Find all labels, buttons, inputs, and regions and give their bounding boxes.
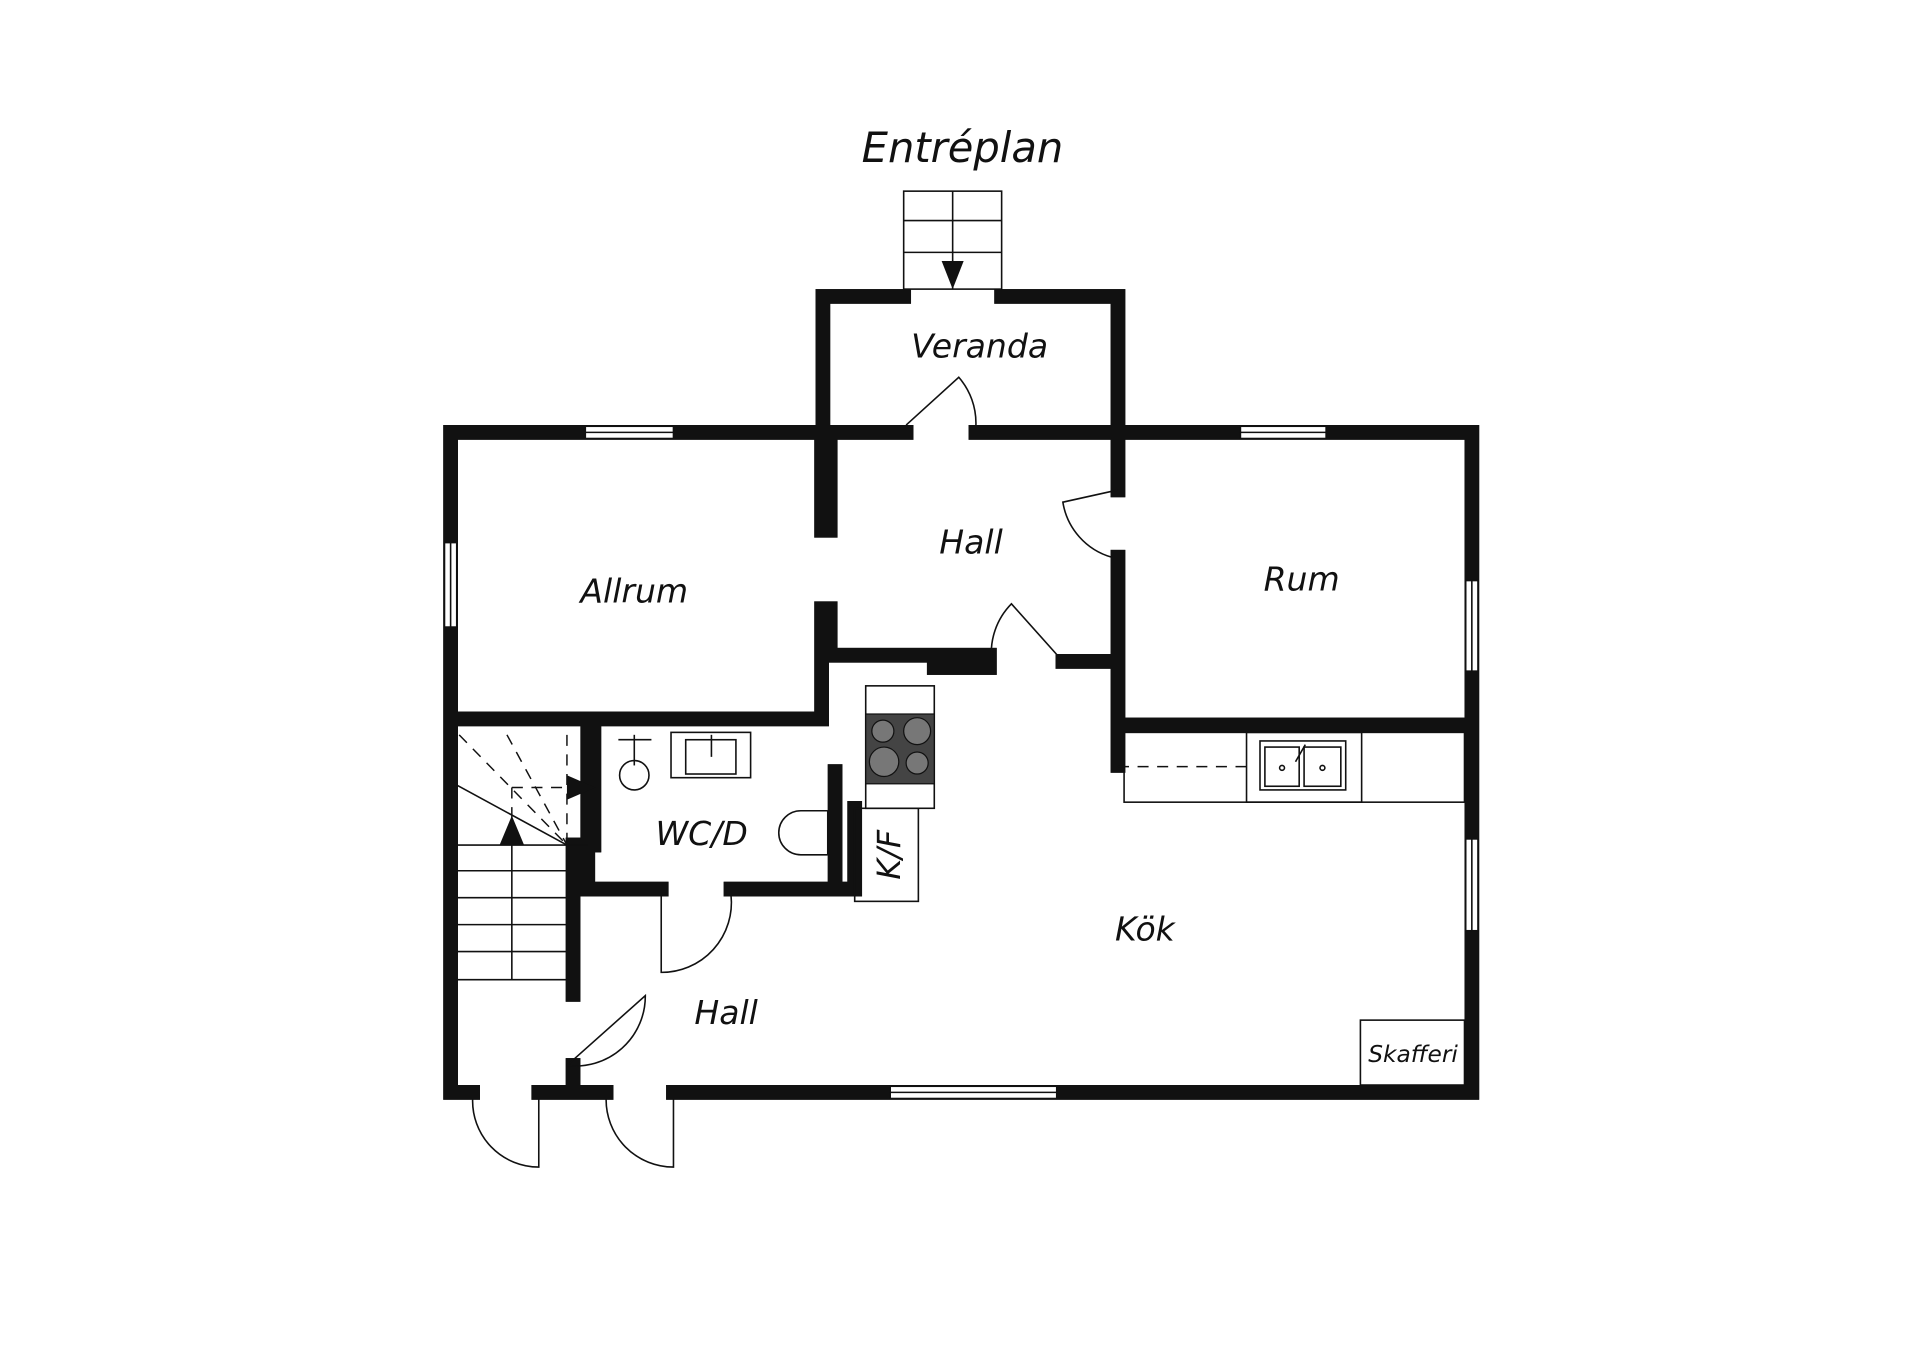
- walls: [451, 289, 1472, 1100]
- toilet-icon: [777, 809, 829, 856]
- stove-icon: [864, 685, 936, 810]
- arrow-right-icon: [566, 775, 596, 800]
- fridge-freezer: [853, 807, 920, 903]
- kitchen-counter: [1117, 731, 1466, 803]
- room-label-allrum: Allrum: [578, 572, 688, 611]
- room-label-veranda: Veranda: [911, 327, 1048, 366]
- wc-fixtures: [618, 731, 829, 856]
- shower-icon: [618, 734, 652, 791]
- doors: [471, 376, 1119, 1168]
- room-label-skafferi: Skafferi: [1368, 1041, 1458, 1068]
- plan-title: Entréplan: [862, 123, 1064, 172]
- room-label-kok: Kök: [1115, 910, 1177, 949]
- room-label-hall-lower: Hall: [694, 993, 758, 1032]
- room-label-wc: WC/D: [655, 814, 747, 853]
- pantry: [1359, 1019, 1466, 1086]
- room-label-kf: K/F: [870, 829, 908, 880]
- windows: [443, 425, 1479, 1100]
- room-label-hall-upper: Hall: [939, 523, 1003, 562]
- sink-icon: [670, 731, 752, 779]
- entrance-steps: [902, 190, 1003, 290]
- staircase: [456, 734, 596, 981]
- arrow-up-icon: [499, 815, 525, 846]
- kitchen-sink-icon: [1259, 740, 1347, 791]
- room-label-rum: Rum: [1264, 559, 1340, 598]
- arrow-down-icon: [941, 260, 964, 290]
